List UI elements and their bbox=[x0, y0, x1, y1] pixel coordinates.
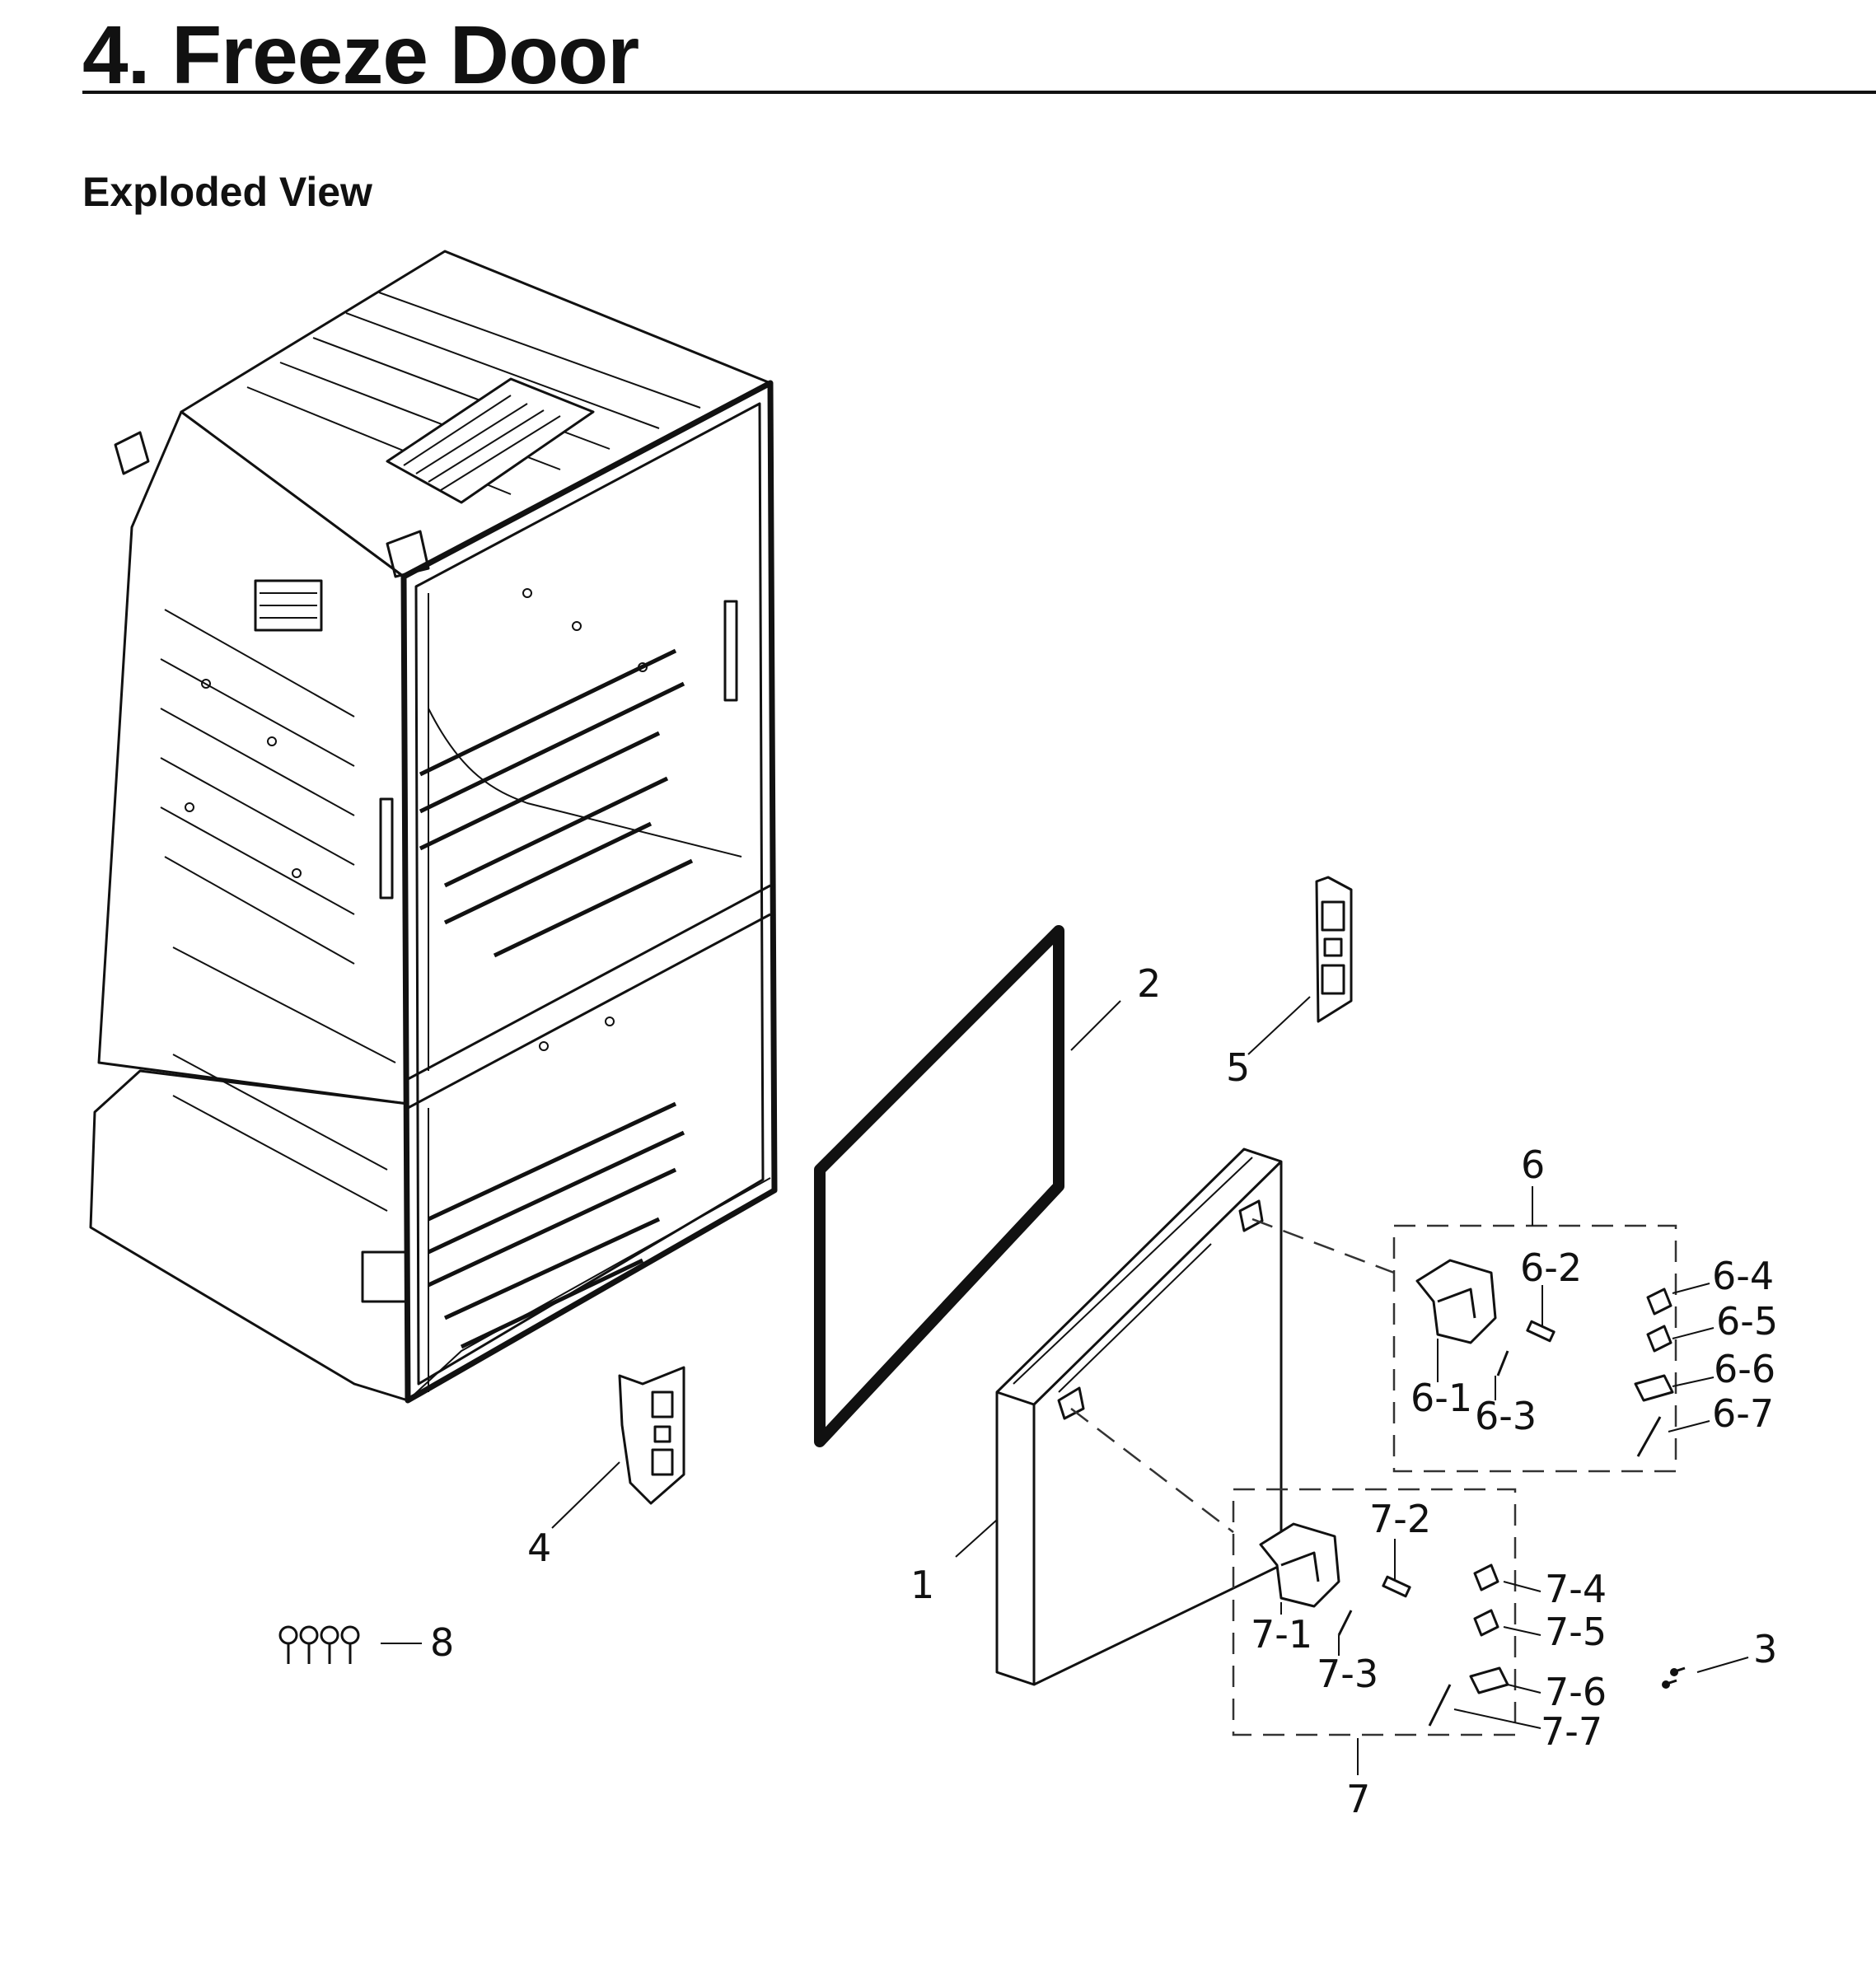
callout-7: 7 bbox=[1346, 1777, 1370, 1821]
callout-6-1: 6-1 bbox=[1411, 1376, 1472, 1420]
callout-6-7: 6-7 bbox=[1712, 1391, 1774, 1436]
callout-7-7: 7-7 bbox=[1541, 1709, 1602, 1754]
callout-7-6: 7-6 bbox=[1545, 1670, 1607, 1714]
title-rule bbox=[82, 91, 1876, 94]
callout-6-6: 6-6 bbox=[1714, 1347, 1775, 1391]
callout-7-3: 7-3 bbox=[1317, 1652, 1378, 1696]
callout-6-5: 6-5 bbox=[1716, 1299, 1778, 1344]
callout-7-5: 7-5 bbox=[1545, 1610, 1607, 1654]
callout-2: 2 bbox=[1137, 961, 1161, 1006]
callout-labels: 1 2 3 4 5 6 6-1 6-2 6-3 6-4 6-5 6-6 6-7 … bbox=[430, 961, 1778, 1821]
callout-4: 4 bbox=[527, 1526, 551, 1570]
section-title: Exploded View bbox=[82, 169, 372, 215]
hinge-bracket-left bbox=[618, 1366, 685, 1505]
refrigerator-cabinet bbox=[89, 250, 778, 1404]
callout-7-2: 7-2 bbox=[1369, 1497, 1431, 1541]
callout-6-2: 6-2 bbox=[1520, 1246, 1582, 1290]
leader-lines bbox=[381, 996, 1749, 1775]
hinge-bracket-right bbox=[1315, 876, 1353, 1023]
callout-6: 6 bbox=[1521, 1143, 1545, 1187]
freezer-door bbox=[995, 1147, 1283, 1686]
handle-assembly-6 bbox=[1251, 1218, 1677, 1473]
callout-6-3: 6-3 bbox=[1475, 1394, 1537, 1438]
door-gasket bbox=[814, 925, 1064, 1447]
callout-3: 3 bbox=[1753, 1627, 1777, 1671]
callout-8: 8 bbox=[430, 1620, 454, 1665]
callout-7-1: 7-1 bbox=[1251, 1612, 1312, 1657]
callout-1: 1 bbox=[910, 1563, 934, 1607]
callout-7-4: 7-4 bbox=[1545, 1567, 1607, 1611]
callout-5: 5 bbox=[1226, 1045, 1250, 1090]
page-title: 4. Freeze Door bbox=[82, 9, 639, 101]
handle-assembly-7 bbox=[1070, 1408, 1517, 1736]
callout-6-4: 6-4 bbox=[1712, 1254, 1774, 1298]
screws-part-3 bbox=[1662, 1666, 1686, 1689]
screws-part-8 bbox=[278, 1625, 360, 1664]
